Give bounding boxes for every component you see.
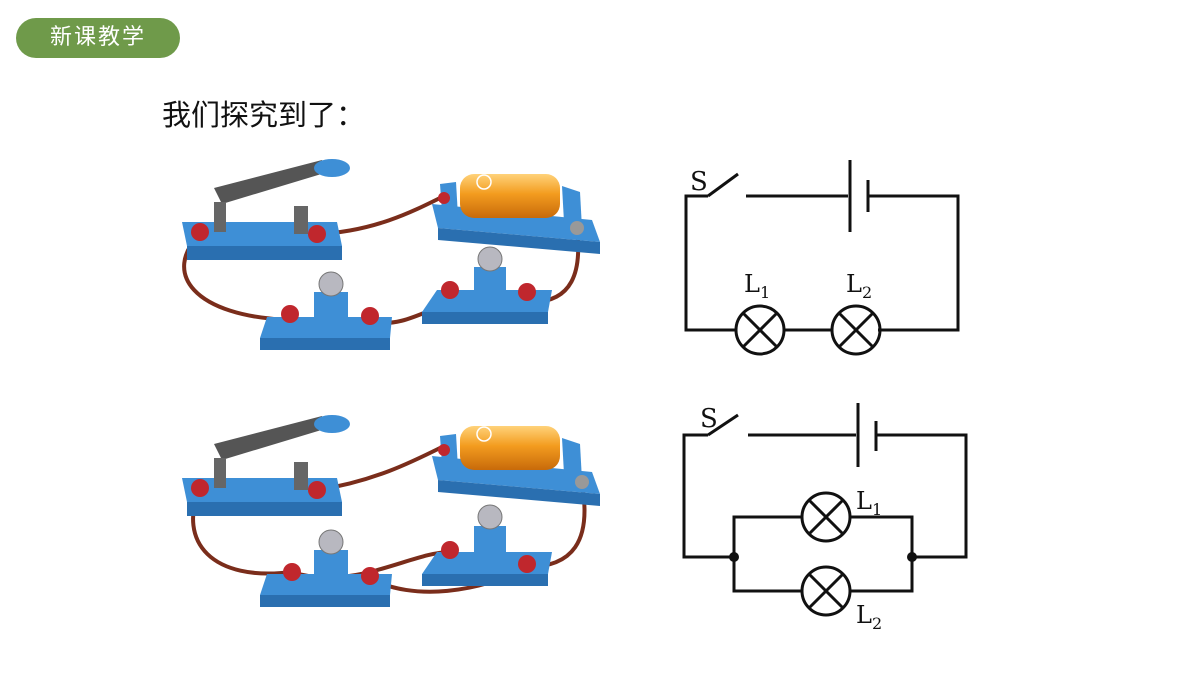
switch-blade	[707, 172, 739, 198]
junction-dot	[907, 552, 917, 562]
switch-label: S	[700, 404, 718, 434]
wire	[732, 557, 802, 593]
lamp-l1-label: L1	[744, 270, 770, 302]
battery	[432, 426, 600, 506]
lamp-l2-symbol	[830, 304, 882, 356]
parallel-circuit-illustration	[182, 415, 600, 607]
wire	[876, 433, 968, 559]
parallel-circuit-diagram: S L1 L2	[682, 403, 968, 633]
lamp-l1-symbol	[734, 304, 786, 356]
switch-blade	[707, 413, 739, 437]
wire	[732, 515, 802, 557]
series-circuit-illustration	[182, 159, 600, 350]
battery	[432, 174, 600, 254]
series-circuit-diagram: S L1 L2	[684, 160, 960, 356]
knife-switch	[182, 159, 350, 260]
lamp-l2-label: L2	[856, 601, 882, 633]
lamp-holder-2	[422, 246, 552, 324]
switch-label: S	[690, 167, 708, 197]
page-heading: 我们探究到了：	[162, 98, 366, 132]
lamp-l2-label: L2	[846, 270, 872, 302]
knife-switch	[182, 415, 350, 516]
wire	[868, 194, 960, 332]
lamp-holder-1	[260, 529, 392, 607]
lamp-l2-symbol	[800, 565, 852, 617]
wire	[850, 515, 914, 593]
section-badge: 新课教学	[16, 18, 180, 58]
wire	[682, 433, 734, 559]
lamp-l1-label: L1	[856, 487, 882, 519]
wire	[684, 194, 736, 332]
junction-dot	[729, 552, 739, 562]
lamp-l1-symbol	[800, 491, 852, 543]
lamp-holder-2	[422, 504, 552, 586]
lamp-holder-1	[260, 271, 392, 350]
